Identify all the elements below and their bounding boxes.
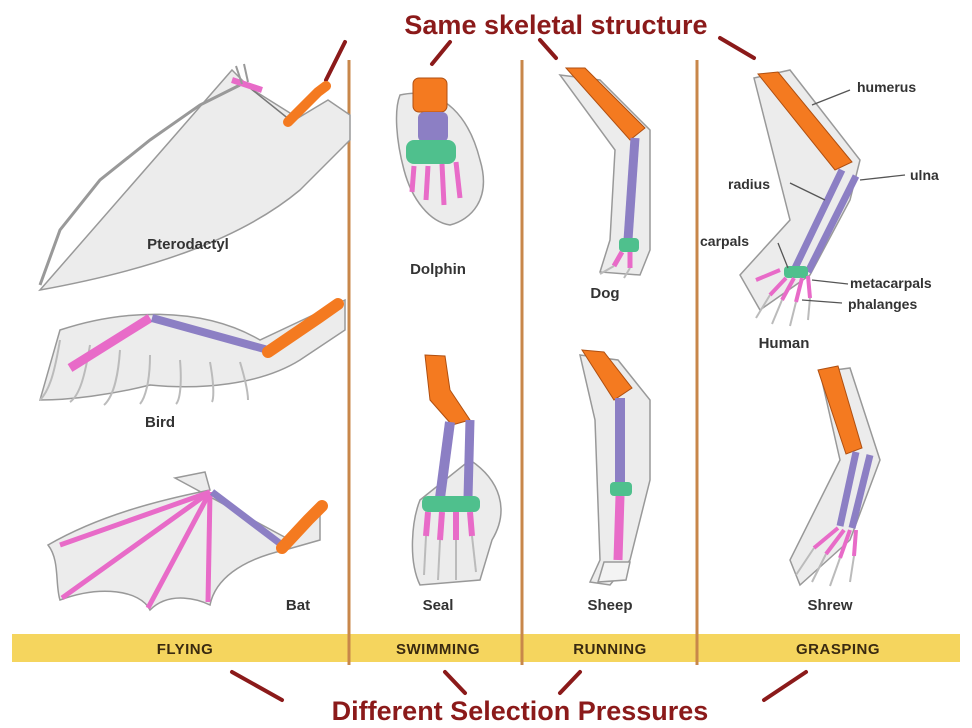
label-radius: radius [728,176,770,192]
category-grasping: GRASPING [796,641,880,658]
title-top: Same skeletal structure [404,10,707,40]
seal-flipper [412,355,501,585]
label-ulna: ulna [910,167,939,183]
dog-leg [560,68,650,278]
label-bird: Bird [145,414,175,431]
label-seal: Seal [423,597,454,614]
label-pterodactyl: Pterodactyl [147,236,229,253]
bat-wing [48,472,322,610]
label-shrew: Shrew [807,597,852,614]
bird-wing [40,300,345,405]
label-dolphin: Dolphin [410,261,466,278]
category-running: RUNNING [573,641,647,658]
dolphin-flipper [397,78,484,225]
label-metacarpals: metacarpals [850,275,932,291]
category-swimming: SWIMMING [396,641,480,658]
label-carpals: carpals [700,233,749,249]
title-bottom: Different Selection Pressures [332,696,709,726]
category-flying: FLYING [157,641,214,658]
sheep-leg [580,350,650,585]
label-bat: Bat [286,597,310,614]
top-arrows [326,38,754,80]
pterodactyl-wing [40,64,350,290]
label-human: Human [759,335,810,352]
label-dog: Dog [590,285,619,302]
human-arm [740,70,860,326]
shrew-leg [790,366,880,586]
label-humerus: humerus [857,79,916,95]
label-phalanges: phalanges [848,296,917,312]
label-sheep: Sheep [587,597,632,614]
